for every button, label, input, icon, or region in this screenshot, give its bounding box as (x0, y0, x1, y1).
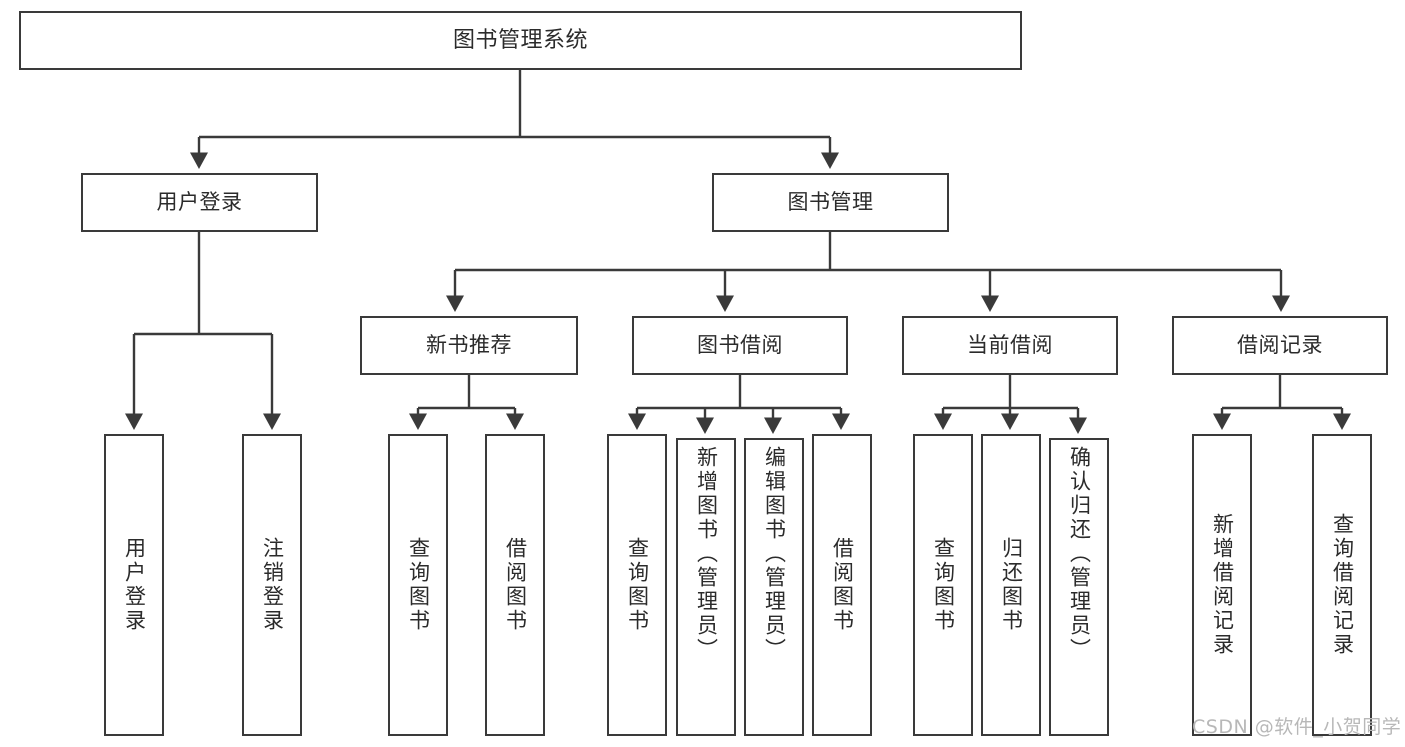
node-leaf-query-record[interactable]: 查询借阅记录 (1312, 434, 1372, 736)
node-leaf-logout-login[interactable]: 注销登录 (242, 434, 302, 736)
node-new-book-recommend[interactable]: 新书推荐 (360, 316, 578, 375)
node-leaf-add-record[interactable]: 新增借阅记录 (1192, 434, 1252, 736)
node-label: 注销登录 (260, 537, 285, 633)
node-user-login[interactable]: 用户登录 (81, 173, 318, 232)
node-label: 用户登录 (156, 190, 243, 215)
node-label: 新书推荐 (426, 333, 512, 358)
node-current-borrow[interactable]: 当前借阅 (902, 316, 1118, 375)
node-label: 新增图书（管理员） (694, 446, 719, 662)
node-leaf-user-login[interactable]: 用户登录 (104, 434, 164, 736)
node-leaf-add-book[interactable]: 新增图书（管理员） (676, 438, 736, 736)
node-leaf-return-book[interactable]: 归还图书 (981, 434, 1041, 736)
node-label: 查询图书 (406, 537, 431, 633)
node-borrow-record[interactable]: 借阅记录 (1172, 316, 1388, 375)
node-leaf-borrow-book-1[interactable]: 借阅图书 (485, 434, 545, 736)
node-label: 图书管理系统 (452, 27, 588, 53)
csdn-watermark: CSDN @软件_小贺同学 (1192, 716, 1402, 738)
node-label: 查询图书 (625, 537, 650, 633)
node-leaf-borrow-book-2[interactable]: 借阅图书 (812, 434, 872, 736)
node-label: 查询借阅记录 (1330, 513, 1355, 657)
node-label: 图书借阅 (697, 333, 783, 358)
node-label: 用户登录 (122, 537, 147, 633)
node-leaf-confirm-return[interactable]: 确认归还（管理员） (1049, 438, 1109, 736)
node-label: 图书管理 (787, 190, 874, 215)
node-leaf-edit-book[interactable]: 编辑图书（管理员） (744, 438, 804, 736)
node-label: 当前借阅 (967, 333, 1053, 358)
node-book-borrow[interactable]: 图书借阅 (632, 316, 848, 375)
node-label: 新增借阅记录 (1210, 513, 1235, 657)
node-label: 确认归还（管理员） (1067, 446, 1092, 662)
node-root-book-management-system[interactable]: 图书管理系统 (19, 11, 1022, 70)
node-label: 借阅记录 (1237, 333, 1323, 358)
node-label: 借阅图书 (503, 537, 528, 633)
node-leaf-query-book-1[interactable]: 查询图书 (388, 434, 448, 736)
node-label: 归还图书 (999, 537, 1024, 633)
node-leaf-query-book-2[interactable]: 查询图书 (607, 434, 667, 736)
node-book-manage[interactable]: 图书管理 (712, 173, 949, 232)
node-label: 借阅图书 (830, 537, 855, 633)
node-label: 查询图书 (931, 537, 956, 633)
node-leaf-query-book-3[interactable]: 查询图书 (913, 434, 973, 736)
node-label: 编辑图书（管理员） (762, 446, 787, 662)
